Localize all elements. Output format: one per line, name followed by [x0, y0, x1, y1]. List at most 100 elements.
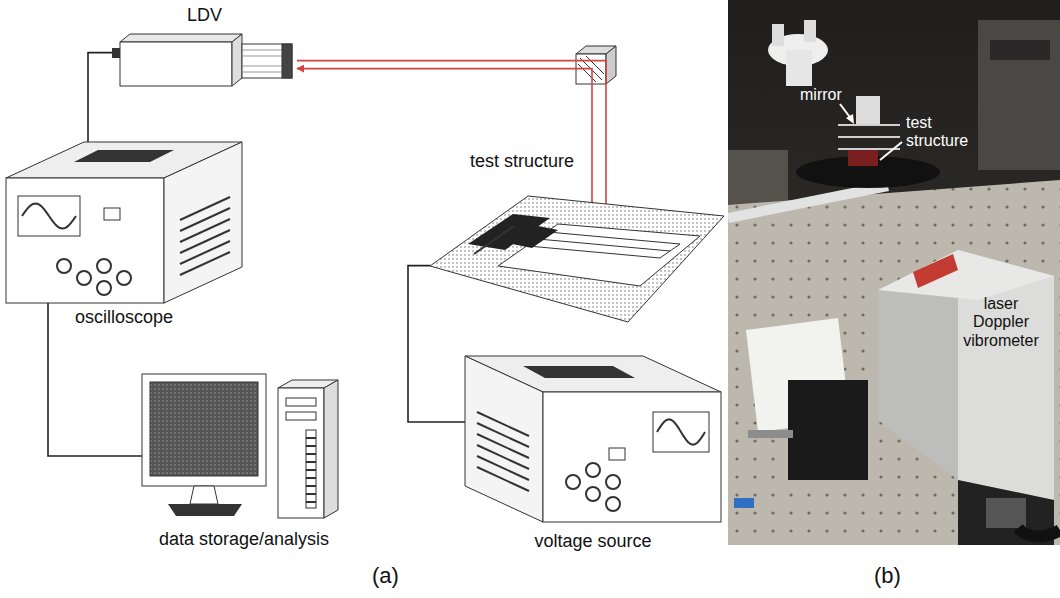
ldv-illustration — [112, 28, 297, 90]
illustration-part — [232, 34, 242, 86]
illustration-part — [282, 44, 292, 78]
illustration-part — [120, 34, 242, 42]
illustration-part — [990, 40, 1050, 60]
illustration-part — [566, 475, 580, 489]
device-illustration — [112, 28, 297, 90]
device-label: data storage/analysis — [157, 528, 331, 552]
device-illustration — [428, 174, 728, 324]
illustration-part — [278, 388, 324, 518]
device-label: oscilloscope — [73, 306, 175, 330]
illustration-part — [306, 453, 316, 455]
illustration-part — [748, 430, 793, 438]
illustration-part — [528, 232, 680, 258]
illustration-part — [306, 501, 316, 503]
illustration-part — [734, 498, 754, 508]
illustration-part — [978, 20, 1060, 170]
illustration-part — [242, 55, 282, 56]
illustration-part — [586, 487, 600, 501]
voltage-source-illustration — [463, 352, 723, 530]
illustration-part — [986, 498, 1026, 528]
signal-wire — [88, 53, 112, 142]
illustration-part — [190, 486, 218, 504]
illustration-part — [180, 241, 230, 264]
setup-photo — [728, 0, 1060, 545]
illustration-part — [728, 186, 888, 218]
illustration-part — [286, 398, 316, 406]
signal-wire — [408, 266, 465, 422]
illustration-part — [838, 136, 900, 138]
illustration-part — [880, 142, 902, 160]
device-label: LDV — [185, 4, 224, 28]
illustration-part — [653, 412, 709, 452]
illustration-part — [788, 380, 868, 480]
illustration-part — [586, 56, 604, 74]
connector-segment — [408, 266, 465, 422]
test-structure-illustration — [428, 174, 728, 324]
device-box: data storage/analysis — [138, 368, 350, 552]
illustration-part — [609, 448, 625, 460]
illustration-part — [848, 150, 878, 166]
illustration-part — [606, 497, 620, 511]
illustration-part — [18, 196, 80, 236]
illustration-part — [180, 252, 230, 275]
illustration-part — [22, 203, 76, 228]
illustration-part — [306, 477, 316, 479]
illustration-part — [523, 366, 635, 378]
device-box: test structure — [428, 150, 728, 324]
illustration-part — [242, 49, 282, 50]
illustration-part — [180, 219, 230, 242]
illustration-part — [477, 434, 529, 458]
device-label: voltage source — [532, 530, 653, 554]
illustration-part — [477, 467, 529, 491]
photo-label: mirror — [800, 86, 842, 104]
device-illustration — [4, 138, 244, 306]
illustration-part — [306, 469, 316, 471]
illustration-part — [104, 208, 120, 220]
illustration-part — [180, 197, 230, 220]
oscilloscope-illustration — [4, 138, 244, 306]
illustration-part — [498, 224, 700, 286]
illustration-part — [150, 382, 258, 476]
illustration-part — [180, 208, 230, 231]
illustration-part — [586, 463, 600, 477]
illustration-part — [728, 0, 1060, 545]
illustration-part — [57, 259, 71, 273]
device-illustration — [138, 368, 350, 528]
illustration-part — [164, 142, 242, 303]
illustration-part — [168, 504, 242, 516]
illustration-part — [117, 271, 131, 285]
computer-illustration — [138, 368, 350, 528]
illustration-part — [477, 445, 529, 469]
illustration-part — [120, 42, 232, 86]
illustration-part — [512, 226, 558, 248]
illustration-part — [543, 392, 721, 522]
illustration-part — [306, 461, 316, 463]
illustration-part — [838, 124, 900, 126]
illustration-part — [306, 493, 316, 495]
illustration-part — [477, 456, 529, 480]
illustration-part — [112, 48, 120, 58]
illustration-part — [474, 226, 514, 254]
illustration-part — [97, 281, 111, 295]
panel-label: (a) — [372, 563, 399, 588]
illustration-part — [768, 20, 828, 86]
device-box: oscilloscope — [4, 138, 244, 330]
illustration-part — [430, 196, 724, 322]
illustration-part — [306, 437, 316, 439]
illustration-part — [578, 64, 596, 82]
photo-label: laser Doppler vibrometer — [955, 295, 1047, 350]
device-illustration — [463, 352, 723, 530]
illustration-part — [838, 148, 900, 150]
illustration-part — [142, 374, 266, 486]
illustration-part — [1018, 528, 1060, 537]
illustration-part — [606, 475, 620, 489]
photo-label: test structure — [906, 114, 986, 151]
device-label: test structure — [468, 150, 576, 174]
illustration-part — [74, 150, 174, 162]
illustration-part — [606, 46, 616, 84]
illustration-part — [728, 150, 788, 210]
illustration-part — [77, 271, 91, 285]
illustration-part — [6, 178, 164, 303]
panel-label: (b) — [874, 563, 901, 588]
